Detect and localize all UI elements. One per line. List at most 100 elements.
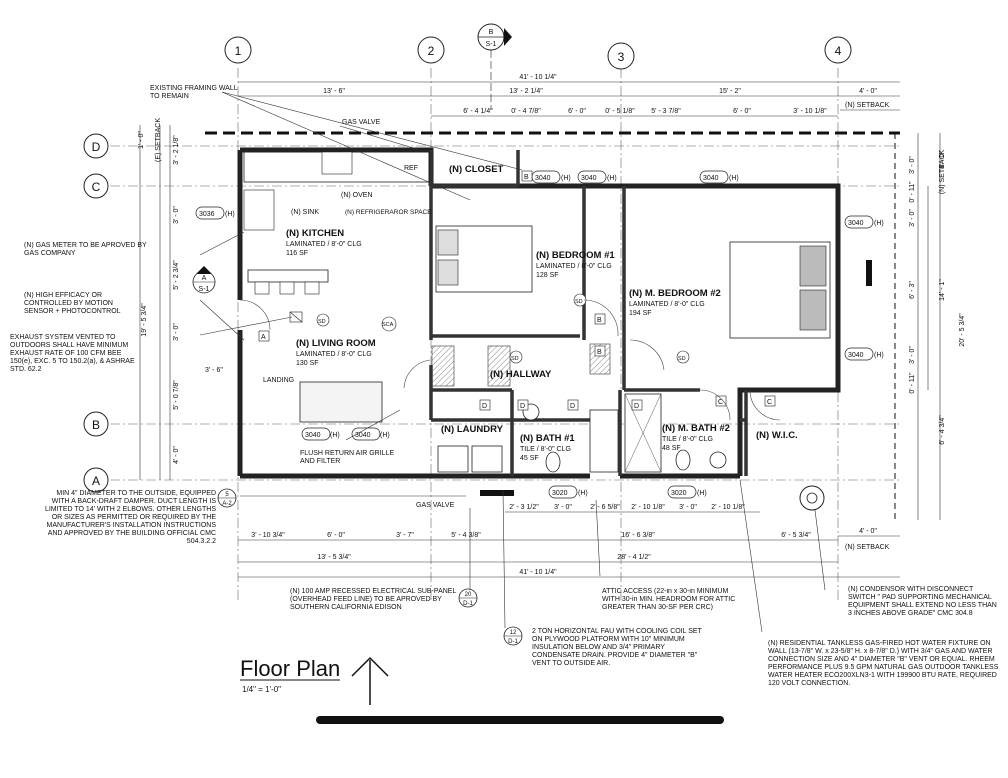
room-laundry: (N) LAUNDRY (441, 424, 504, 435)
room-master-bath: (N) M. BATH #2 TILE / 8'-0" CLG 48 SF (662, 423, 730, 452)
svg-text:SD: SD (575, 299, 583, 305)
dim-top-s1: 6' - 4 1/4" (463, 108, 493, 115)
svg-text:S-1: S-1 (486, 41, 497, 48)
dims-left (139, 125, 171, 480)
stool (279, 281, 295, 295)
dim-right-r8: 6' - 4 3/4" (939, 415, 946, 445)
svg-text:TILE / 8'-0" CLG: TILE / 8'-0" CLG (520, 446, 571, 453)
svg-text:2: 2 (428, 44, 435, 58)
dim-bottom-b2: 6' - 0" (327, 532, 345, 539)
dim-right-r3: 0' - 11" (909, 181, 916, 203)
grid-bubble-row-a: A (83, 467, 109, 493)
water-heater (799, 485, 825, 511)
note-condensor: (N) CONDENSOR WITH DISCONNECT SWITCH " P… (848, 586, 997, 617)
setback-top-right: (N) SETBACK (845, 102, 890, 109)
dim-bottom-w5: 3' - 0" (679, 504, 697, 511)
dim-left-l7: 4' - 0" (173, 446, 180, 464)
svg-text:A: A (92, 474, 100, 488)
stool (254, 281, 270, 295)
horizontal-scrollbar[interactable] (316, 716, 724, 724)
toilet (675, 449, 691, 471)
note-high-efficacy: (N) HIGH EFFICACY OR CONTROLLED BY MOTIO… (24, 292, 121, 315)
dim-bottom-b5: 16' - 6 3/8" (621, 532, 655, 539)
svg-text:45 SF: 45 SF (520, 455, 539, 462)
svg-text:B: B (92, 418, 100, 432)
dim-left-l5: 3' - 0" (173, 323, 180, 341)
svg-text:SD: SD (318, 319, 326, 325)
window-tag: 3040(H) (844, 215, 884, 229)
note-return-air: FLUSH RETURN AIR GRILLE AND FILTER (300, 450, 394, 465)
duct-chase-2 (487, 345, 511, 387)
svg-text:LAMINATED / 8'-0" CLG: LAMINATED / 8'-0" CLG (536, 263, 612, 270)
dim-right-r6: 3' - 0" (909, 346, 916, 364)
note-duct: MIN 4" DIAMETER TO THE OUTSIDE, EQUIPPED… (45, 490, 216, 545)
grid-bubble-row-d: D (83, 133, 109, 159)
room-wic: (N) W.I.C. (756, 430, 798, 441)
grid-bubble-col-3: 3 (607, 42, 635, 70)
room-closet: (N) CLOSET (449, 164, 504, 175)
door-tag: C (764, 395, 776, 407)
dim-bottom-w6: 2' - 10 1/8" (711, 504, 745, 511)
dim-top-seg4: 4' - 0" (859, 88, 877, 95)
grid-bubble-col-1: 1 (224, 36, 252, 64)
grid-bubble-col-2: 2 (417, 36, 445, 64)
svg-text:SD: SD (511, 356, 519, 362)
window-tag: 3040(H) (844, 347, 884, 361)
svg-text:1: 1 (235, 44, 242, 58)
svg-text:C: C (767, 399, 772, 406)
grid-bubble-row-b: B (83, 411, 109, 437)
detail-tag-5: 5 A-2 (217, 488, 237, 508)
window-tag: 3036 (H) (195, 206, 235, 220)
dim-left-l6: 5' - 0 7/8" (173, 380, 180, 410)
svg-text:3036: 3036 (199, 211, 215, 218)
room-hallway: (N) HALLWAY (490, 369, 552, 380)
label-ref: REF (404, 165, 418, 172)
svg-text:D: D (482, 403, 487, 410)
note-existing: EXISTING FRAMING WALL TO REMAIN (150, 85, 237, 100)
plan-title: Floor Plan (240, 656, 340, 681)
svg-text:3020: 3020 (552, 490, 568, 497)
dim-left-l1: 1' - 0" (138, 131, 145, 149)
svg-text:3040: 3040 (535, 175, 551, 182)
svg-text:S-1: S-1 (199, 286, 210, 293)
svg-text:SD: SD (678, 356, 686, 362)
door-swings (239, 299, 781, 421)
label-landing: LANDING (263, 377, 294, 384)
dim-top-s4: 0' - 5 1/8" (605, 108, 635, 115)
label-fridge: (N) REFRIGERAROR SPACE (345, 209, 432, 216)
dim-top-s7: 3' - 10 1/8" (793, 108, 827, 115)
svg-text:3040: 3040 (305, 432, 321, 439)
svg-text:(H): (H) (225, 211, 235, 218)
smoke-detector-icon: SD (509, 350, 523, 364)
dim-top-s5: 5' - 3 7/8" (651, 108, 681, 115)
svg-text:12: 12 (510, 630, 517, 636)
svg-text:3040: 3040 (848, 352, 864, 359)
setback-left: (E) SETBACK (155, 118, 162, 162)
room-bedroom-1: (N) BEDROOM #1 LAMINATED / 8'-0" CLG 128… (536, 250, 615, 279)
smoke-co-alarm-icon: SCA (381, 316, 397, 332)
grid-bubble-row-c: C (83, 173, 109, 199)
door-tag: D (631, 399, 643, 411)
label-landing-dim: 3' - 6" (205, 367, 223, 374)
dim-right-r7: 0' - 11" (909, 372, 916, 394)
dim-top-overall: 41' - 10 1/4" (519, 74, 557, 81)
setback-right: (N) SETBACK (939, 150, 946, 195)
dim-bottom-b4: 5' - 4 3/8" (451, 532, 481, 539)
room-kitchen: (N) KITCHEN LAMINATED / 8'-0" CLG 116 SF (286, 228, 362, 257)
svg-text:(N) KITCHEN: (N) KITCHEN (286, 228, 344, 239)
dim-left-l4: 5' - 2 3/4" (173, 260, 180, 290)
svg-text:C: C (718, 399, 723, 406)
svg-text:LAMINATED / 8'-0" CLG: LAMINATED / 8'-0" CLG (296, 351, 372, 358)
dim-right-total: 14' - 1" (939, 279, 946, 301)
svg-text:3020: 3020 (671, 490, 687, 497)
dim-bottom-b6: 6' - 5 3/4" (781, 532, 811, 539)
sink-counter (243, 189, 275, 231)
leader-lines (199, 91, 826, 633)
door-tags: A B B B C C D D D D (258, 170, 776, 411)
svg-text:D: D (520, 403, 525, 410)
dim-bottom-w3: 2' - 6 5/8" (590, 504, 620, 511)
window-tag: 3040(H) (577, 170, 617, 184)
svg-text:(N) BATH #1: (N) BATH #1 (520, 433, 575, 444)
svg-text:20: 20 (465, 592, 472, 598)
